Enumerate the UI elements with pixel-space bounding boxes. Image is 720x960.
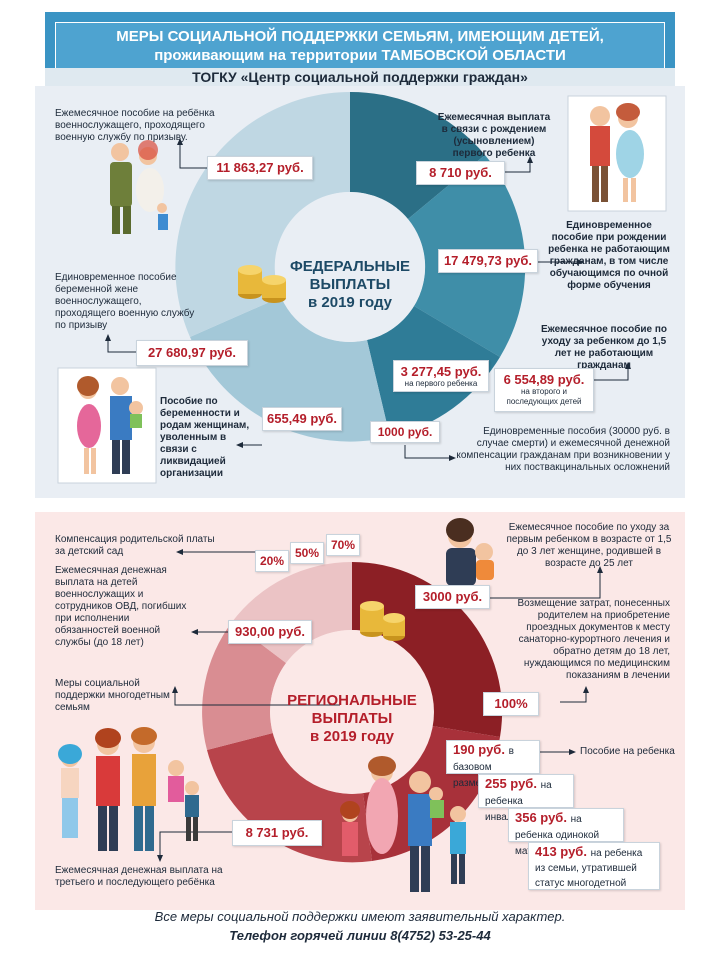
federal-value-7: 655,49 руб. [262, 407, 342, 431]
federal-label-7: Пособие по беременности и родам женщинам… [160, 396, 250, 479]
federal-value-2: 8 710 руб. [416, 161, 505, 185]
regional-value-2: 3000 руб. [415, 585, 490, 609]
mother-with-child-illustration [446, 518, 494, 586]
federal-label-3: Единовременное пособие при рождении ребе… [548, 220, 670, 291]
federal-value-4: 27 680,97 руб. [136, 340, 248, 366]
federal-value-3: 17 479,73 руб. [438, 249, 538, 273]
title-line-1: МЕРЫ СОЦИАЛЬНОЙ ПОДДЕРЖКИ СЕМЬЯМ, ИМЕЮЩИ… [116, 28, 604, 45]
large-family-right-illustration [340, 756, 466, 892]
regional-value-1b: 50% [290, 542, 324, 564]
regional-label-5: Меры социальной поддержки многодетным се… [55, 678, 170, 713]
large-family-left-illustration [58, 727, 199, 851]
pregnant-couple-illustration [567, 95, 667, 212]
federal-label-4: Единовременное пособие беременной жене в… [55, 272, 195, 331]
regional-ring-title: РЕГИОНАЛЬНЫЕ ВЫПЛАТЫ в 2019 году [287, 692, 417, 745]
page-title: МЕРЫ СОЦИАЛЬНОЙ ПОДДЕРЖКИ СЕМЬЯМ, ИМЕЮЩИ… [55, 22, 665, 70]
federal-label-5: Ежемесячное пособие по уходу за ребенком… [540, 324, 668, 371]
federal-label-8: Единовременные пособия (30000 руб. в слу… [456, 426, 670, 473]
coins-icon-federal [238, 265, 286, 303]
federal-label-2: Ежемесячная выплата в связи с рождением … [437, 112, 551, 159]
organization-subtitle: ТОГКУ «Центр социальной поддержки гражда… [45, 68, 675, 86]
regional-value-4: 100% [483, 692, 539, 716]
federal-value-8: 1000 руб. [370, 421, 440, 443]
regional-value-9: 413 руб. на ребенка из семьи, утратившей… [528, 842, 660, 890]
regional-label-3: Ежемесячная денежная выплата на детей во… [55, 565, 187, 648]
regional-label-2: Ежемесячное пособие по уходу за первым р… [506, 522, 672, 569]
regional-value-10: 8 731 руб. [232, 820, 322, 846]
regional-value-1a: 20% [255, 550, 289, 572]
regional-value-1c: 70% [326, 534, 360, 556]
federal-value-1: 11 863,27 руб. [207, 156, 313, 180]
family-with-baby-illustration [57, 367, 157, 484]
regional-label-1: Компенсация родительской платы за детски… [55, 534, 215, 557]
federal-value-5: 3 277,45 руб. на первого ребенка [393, 360, 489, 392]
regional-label-10: Ежемесячная денежная выплата на третьего… [55, 865, 223, 888]
regional-label-6: Пособие на ребенка [580, 746, 675, 757]
hotline-phone[interactable]: Телефон горячей линии 8(4752) 53-25-44 [229, 928, 491, 943]
federal-label-1: Ежемесячное пособие на ребёнка военнослу… [55, 108, 215, 143]
footer-note: Все меры социальной поддержки имеют заяв… [154, 909, 566, 924]
title-line-2: проживающим на территории ТАМБОВСКОЙ ОБЛ… [154, 47, 566, 64]
military-family-illustration [110, 140, 168, 234]
regional-value-7: 255 руб. на ребенка инвалида [478, 774, 574, 823]
federal-ring-title: ФЕДЕРАЛЬНЫЕ ВЫПЛАТЫ в 2019 году [289, 258, 411, 311]
regional-value-3: 930,00 руб. [228, 620, 312, 644]
regional-value-6: 190 руб. в базовом размере [446, 740, 540, 789]
regional-value-8: 356 руб. на ребенка одинокой матери [508, 808, 624, 857]
federal-value-6: 6 554,89 руб. на второго и последующих д… [494, 368, 594, 412]
coins-icon-regional [360, 601, 405, 641]
regional-label-4: Возмещение затрат, понесенных родителем … [517, 598, 670, 681]
